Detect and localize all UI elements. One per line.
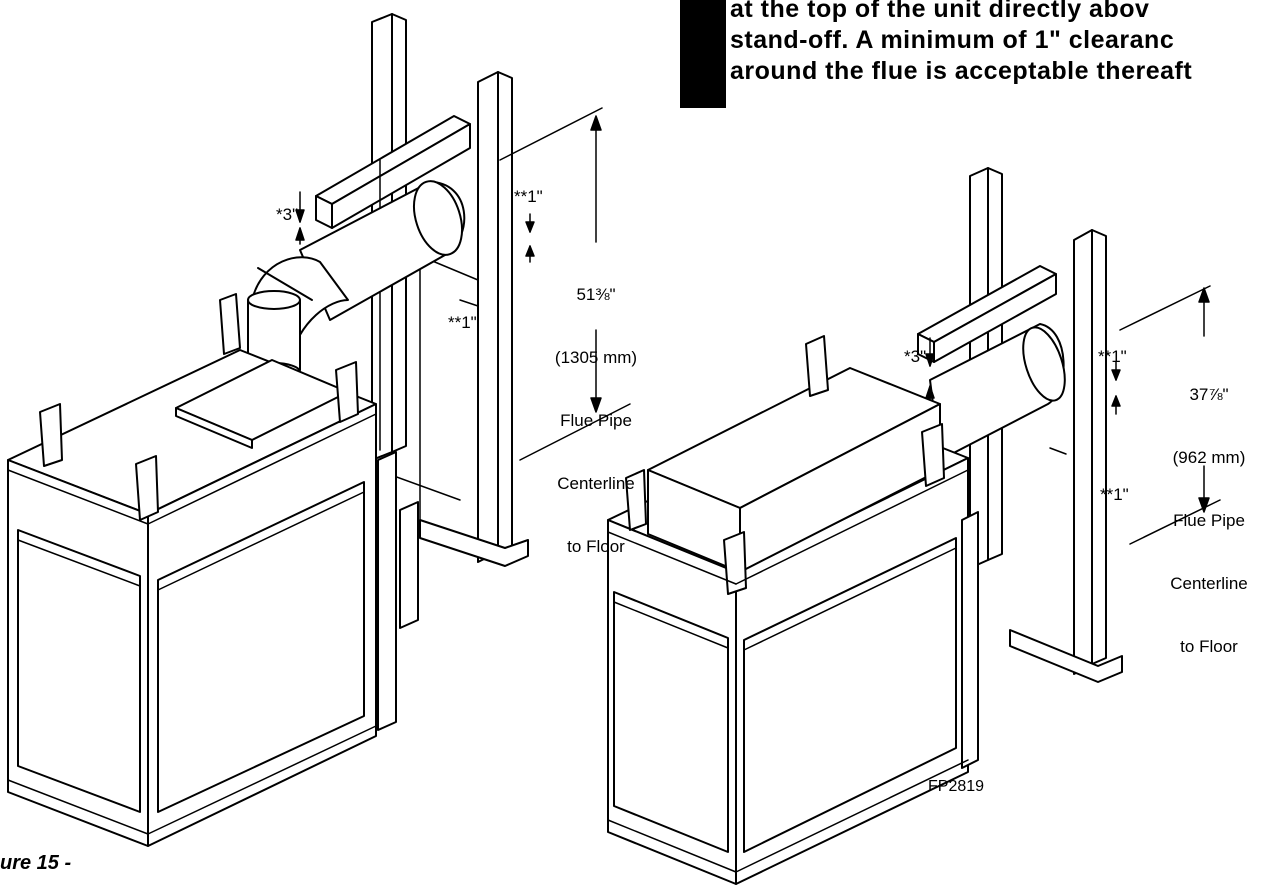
figure-caption: ure 15 - (0, 852, 72, 874)
right-height-fraction: 37⅞" (1189, 385, 1229, 404)
left-label-line1: Flue Pipe (560, 411, 632, 430)
left-dimension-lines (295, 107, 631, 461)
right-unit-trim (607, 469, 969, 873)
right-label-line2: Centerline (1170, 574, 1248, 593)
left-wall-framing (315, 13, 529, 567)
left-fireplace-unit (7, 293, 419, 847)
warning-line-3: around the flue is acceptable thereaft (730, 57, 1193, 85)
left-unit-trim (7, 413, 377, 835)
right-dimension-lines (925, 285, 1221, 545)
left-height-fraction: 51⅜" (576, 285, 616, 304)
right-clearance-side-lower-label: **1" (1100, 485, 1129, 504)
right-height-dimension: 37⅞" (962 mm) Flue Pipe Centerline to Fl… (1156, 342, 1262, 678)
left-height-metric: (1305 mm) (554, 348, 638, 367)
warning-line-1: at the top of the unit directly abov (730, 0, 1150, 23)
warning-line-2: stand-off. A minimum of 1" clearanc (730, 26, 1175, 54)
left-flue-pipe (247, 180, 466, 382)
right-height-metric: (962 mm) (1172, 448, 1246, 467)
left-label-line2: Centerline (557, 474, 635, 493)
left-clearance-top-label: *3" (276, 205, 299, 224)
warning-callout: at the top of the unit directly abov stan… (726, 0, 1262, 108)
left-height-dimension: 51⅜" (1305 mm) Flue Pipe Centerline to F… (536, 242, 656, 578)
right-clearance-side-upper-label: **1" (1098, 347, 1127, 366)
right-clearance-top-label: *3" (904, 347, 927, 366)
left-clearance-side-upper-label: **1" (514, 187, 543, 206)
right-fireplace-unit (607, 335, 979, 885)
right-label-line3: to Floor (1180, 637, 1238, 656)
right-flue-pipe (929, 323, 1066, 461)
drawing-code: FP2819 (928, 778, 985, 795)
left-label-line3: to Floor (567, 537, 625, 556)
left-clearance-side-lower-label: **1" (448, 313, 477, 332)
right-label-line1: Flue Pipe (1173, 511, 1245, 530)
